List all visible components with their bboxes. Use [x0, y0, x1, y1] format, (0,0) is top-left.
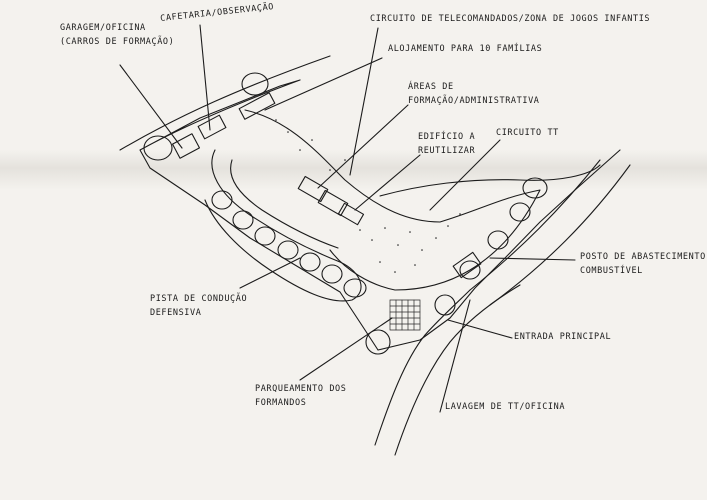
label-pista-conducao: PISTA DE CONDUÇÃO DEFENSIVA — [150, 294, 248, 318]
label-circuito-tt: CIRCUITO TT — [496, 128, 559, 138]
label-alojamento: ALOJAMENTO PARA 10 FAMÍLIAS — [388, 44, 543, 54]
right-road — [469, 159, 631, 306]
site-boundary — [139, 79, 621, 351]
label-entrada-principal: ENTRADA PRINCIPAL — [514, 332, 612, 342]
label-areas-formacao: ÁREAS DE FORMAÇÃO/ADMINISTRATIVA — [408, 82, 540, 106]
label-edificio-reutilizar: EDIFÍCIO A REUTILIZAR — [418, 132, 476, 156]
label-posto-combustivel: POSTO DE ABASTECIMENTO COMBUSTÍVEL — [580, 252, 706, 276]
terrain-stipple — [275, 119, 461, 273]
entrance-road-left — [374, 289, 471, 446]
buildings — [171, 92, 482, 279]
parking-hatch — [389, 299, 421, 331]
label-lavagem: LAVAGEM DE TT/OFICINA — [445, 402, 566, 412]
leader-lines — [119, 24, 576, 413]
tt-circuit — [379, 164, 601, 197]
label-circuito-telecomandados: CIRCUITO DE TELECOMANDADOS/ZONA DE JOGOS… — [370, 14, 651, 24]
tree-canopies — [143, 72, 548, 355]
upper-road — [119, 55, 331, 151]
label-garagem: GARAGEM/OFICINA (CARROS DE FORMAÇÃO) — [60, 23, 175, 47]
driving-track-inner — [230, 159, 339, 249]
label-parqueamento: PARQUEAMENTO DOS FORMANDOS — [255, 384, 347, 408]
